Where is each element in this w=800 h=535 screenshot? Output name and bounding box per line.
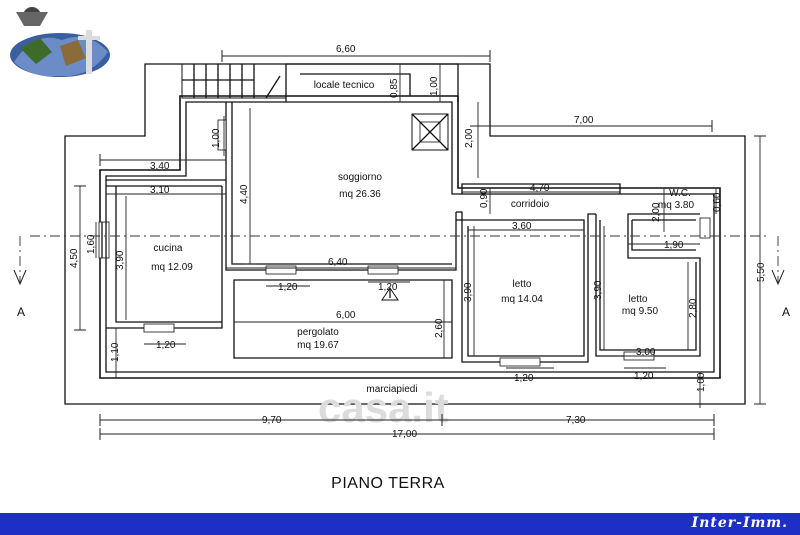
dim-label: 1,10 bbox=[110, 342, 121, 362]
interior-walls bbox=[106, 102, 701, 363]
dim-label: 2,00 bbox=[651, 202, 662, 222]
dim-label: 1,20 bbox=[278, 282, 298, 293]
staircase bbox=[181, 63, 287, 99]
technical-room-walls bbox=[285, 63, 459, 102]
room-area-letto-2: mq 9.50 bbox=[622, 306, 659, 317]
section-label-right: A bbox=[782, 305, 790, 319]
room-area-cucina: mq 12.09 bbox=[151, 262, 193, 273]
dim-label: 1,00 bbox=[696, 372, 707, 392]
dim-label: 1,20 bbox=[634, 371, 654, 382]
house-outer-walls bbox=[99, 95, 721, 379]
dim-label: 1,00 bbox=[211, 128, 222, 148]
room-label-letto-1: letto bbox=[513, 279, 532, 290]
dim-label: 4,50 bbox=[69, 248, 80, 268]
dim-label: 6,00 bbox=[336, 310, 356, 321]
dim-label: 3,40 bbox=[150, 161, 170, 172]
room-area-letto-1: mq 14.04 bbox=[501, 294, 543, 305]
dimension-lines bbox=[74, 50, 766, 440]
section-label-left: A bbox=[17, 305, 25, 319]
dim-label: 7,30 bbox=[566, 415, 586, 426]
dim-label: 0,85 bbox=[389, 78, 400, 98]
room-area-pergolato: mq 19.67 bbox=[297, 340, 339, 351]
dim-label: 7,00 bbox=[574, 115, 594, 126]
dim-label: 3,90 bbox=[115, 250, 126, 270]
room-area-wc: mq 3.80 bbox=[658, 200, 695, 211]
dim-label: 17,00 bbox=[392, 429, 417, 440]
shaft-square bbox=[411, 113, 449, 151]
room-label-cucina: cucina bbox=[154, 243, 183, 254]
dim-label: 1,20 bbox=[378, 282, 398, 293]
room-label-marciapiedi: marciapiedi bbox=[366, 384, 417, 395]
dim-label: 4,70 bbox=[530, 183, 550, 194]
dim-label: 3,60 bbox=[512, 221, 532, 232]
dim-label: 3,10 bbox=[150, 185, 170, 196]
dim-label: 1,00 bbox=[429, 76, 440, 96]
room-area-soggiorno: mq 26.36 bbox=[339, 189, 381, 200]
footer-bar: Inter-Imm. bbox=[0, 513, 800, 535]
drawing-title: PIANO TERRA bbox=[331, 475, 445, 492]
room-label-pergolato: pergolato bbox=[297, 327, 339, 338]
section-arrow-left bbox=[13, 269, 27, 286]
room-label-locale-tecnico: locale tecnico bbox=[314, 80, 375, 91]
dim-label: 6,60 bbox=[336, 44, 356, 55]
room-label-wc: W.C. bbox=[669, 188, 691, 199]
dim-label: 0,90 bbox=[479, 188, 490, 208]
entrance-marker-icon bbox=[381, 287, 399, 301]
dim-label: 2,60 bbox=[434, 318, 445, 338]
windows bbox=[98, 119, 711, 367]
footer-brand: Inter-Imm. bbox=[691, 515, 788, 531]
dim-label: 3,90 bbox=[593, 280, 604, 300]
room-label-soggiorno: soggiorno bbox=[338, 172, 382, 183]
dim-label: 5,50 bbox=[756, 262, 767, 282]
dim-label: 3,00 bbox=[636, 347, 656, 358]
dim-label: 6,40 bbox=[328, 257, 348, 268]
room-label-letto-2: letto bbox=[629, 294, 648, 305]
dim-label: 0,60 bbox=[712, 192, 723, 212]
dim-label: 1,20 bbox=[514, 373, 534, 384]
dim-label: 1,90 bbox=[664, 240, 684, 251]
dim-label: 1,20 bbox=[156, 340, 176, 351]
dim-label: 4,40 bbox=[239, 184, 250, 204]
section-arrow-right bbox=[771, 269, 785, 286]
dim-label: 1,60 bbox=[86, 234, 97, 254]
dim-label: 2,00 bbox=[464, 128, 475, 148]
logo-emblem bbox=[10, 7, 110, 77]
watermark: casa.it bbox=[318, 384, 449, 431]
dim-label: 3,90 bbox=[463, 282, 474, 302]
house-inner-offset bbox=[105, 101, 715, 373]
dim-label: 9,70 bbox=[262, 415, 282, 426]
outer-perimeter bbox=[64, 63, 746, 405]
room-label-corridoio: corridoio bbox=[511, 199, 550, 210]
dim-label: 2,80 bbox=[688, 298, 699, 318]
